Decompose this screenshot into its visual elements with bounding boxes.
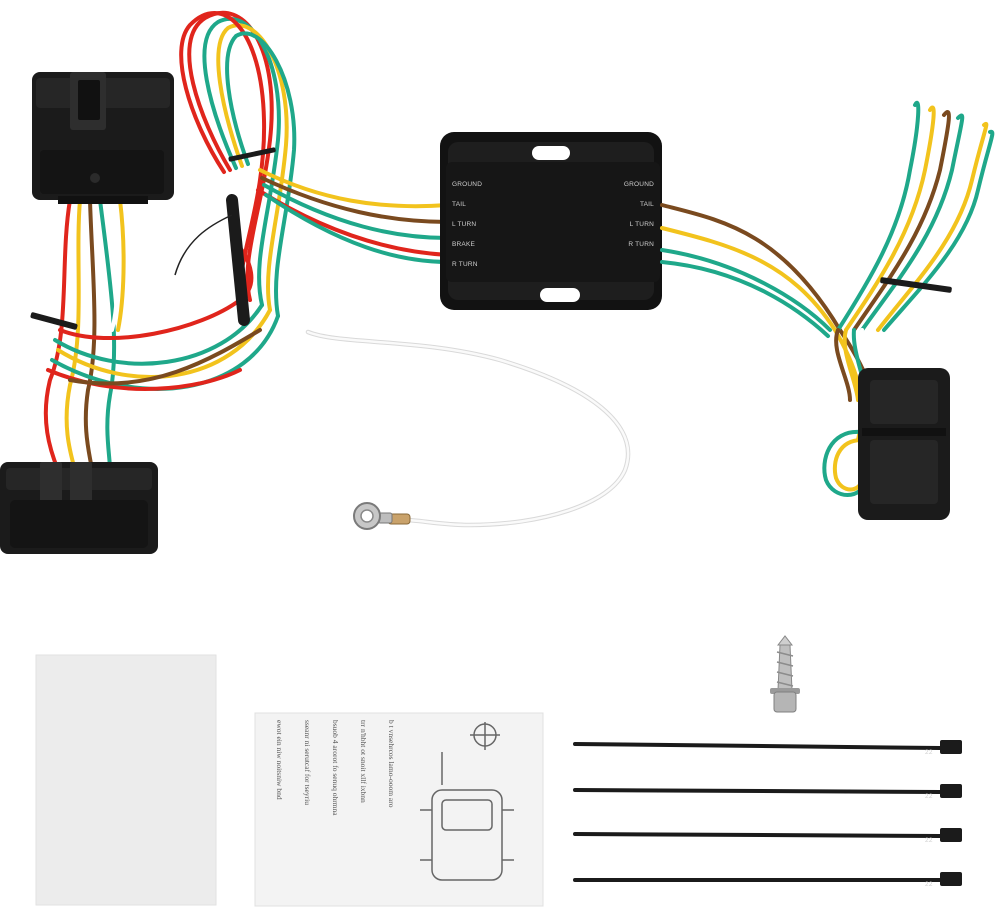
harness-wires-left — [43, 10, 450, 472]
converter-label: R TURN — [452, 261, 478, 268]
converter-label: TAIL — [640, 201, 654, 208]
bundle-tie — [30, 147, 276, 330]
converter-label: L TURN — [452, 221, 476, 228]
converter-label: GROUND — [624, 181, 654, 188]
instruction-line: bsuob 4 arorot fo senuq ohrmna — [331, 720, 340, 816]
converter-label: R TURN — [628, 241, 654, 248]
self-tapping-screw — [770, 635, 800, 713]
instruction-sheet: ewot ein niw noitsniw bnd sseanr ni serut… — [254, 712, 544, 907]
instruction-line: trr n'hbht ot snoit xllf ixbnn — [359, 720, 368, 803]
zip-tie: 22 — [573, 740, 962, 756]
svg-text:22: 22 — [925, 793, 933, 800]
ring-terminal — [353, 502, 411, 530]
converter-label: BRAKE — [452, 241, 476, 248]
svg-text:22: 22 — [925, 837, 933, 844]
converter-right-labels: GROUND TAIL L TURN R TURN — [624, 181, 654, 248]
stray-wire — [174, 214, 233, 276]
converter-label: L TURN — [630, 221, 654, 228]
zip-tie: 22 — [573, 828, 962, 844]
converter-box — [440, 132, 662, 310]
trailer-4flat-connector — [858, 368, 950, 520]
vehicle-connector-bottom — [0, 462, 158, 554]
converter-label: GROUND — [452, 181, 482, 188]
instruction-line: ewot ein niw noitsniw bnd — [275, 720, 284, 800]
vehicle-connector-top — [32, 72, 174, 204]
converter-label: TAIL — [452, 201, 466, 208]
vehicle-diagram — [420, 722, 514, 881]
instruction-card-blank — [35, 654, 217, 906]
svg-text:22: 22 — [925, 881, 933, 888]
tape-sleeve — [226, 194, 250, 326]
zip-tie: 22 — [573, 872, 962, 888]
right-bundle-tie — [880, 277, 952, 293]
instruction-line: sseanr ni serutcaf for tseyriu — [303, 720, 312, 805]
converter-left-labels: GROUND TAIL L TURN BRAKE R TURN — [452, 181, 482, 268]
instruction-line: b t vnsehrcos lamo-ooom aro — [387, 720, 396, 808]
zip-tie: 22 — [573, 784, 962, 800]
svg-text:22: 22 — [925, 749, 933, 756]
ground-wire — [305, 329, 631, 528]
